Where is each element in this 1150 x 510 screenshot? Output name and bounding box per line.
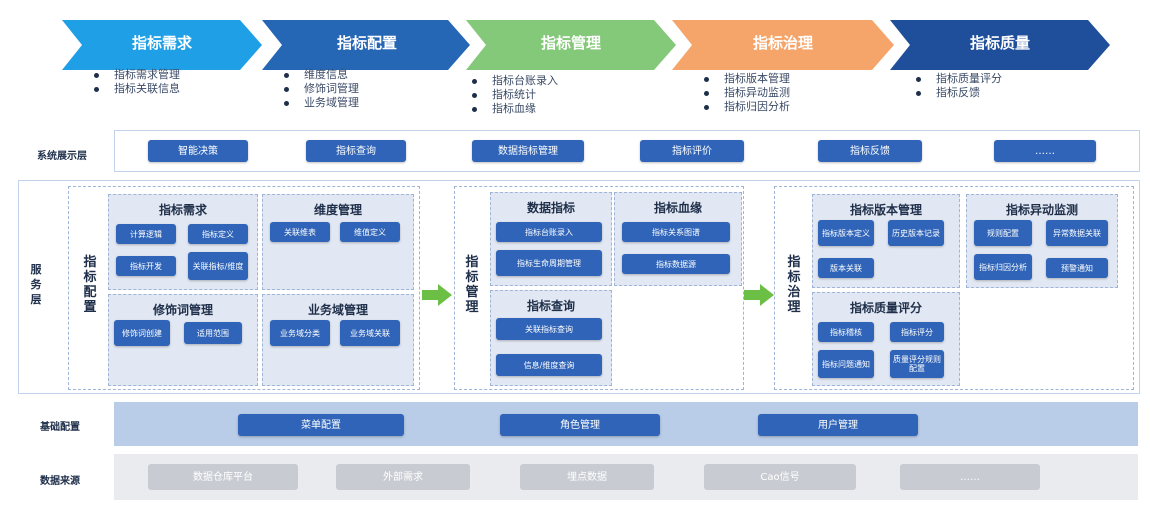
anomaly-button-attribution[interactable]: 指标归因分析 xyxy=(974,254,1032,280)
display-button-evaluation[interactable]: 指标评价 xyxy=(640,140,744,162)
service-layer-frame xyxy=(18,180,1140,394)
bullet-item: 业务域管理 xyxy=(282,96,359,110)
demand-button-dev[interactable]: 指标开发 xyxy=(116,256,176,276)
quality-title: 指标质量评分 xyxy=(849,301,922,315)
quality-button-rule-config[interactable]: 质量评分规则配置 xyxy=(890,350,944,378)
stage-arrow-2 xyxy=(262,20,470,70)
anomaly-button-alert[interactable]: 预警通知 xyxy=(1046,258,1108,278)
domain-button-relate[interactable]: 业务域关联 xyxy=(340,320,400,346)
stage-3-bullets: 指标台账录入 指标统计 指标血缘 xyxy=(470,74,558,116)
data-metric-button-ledger[interactable]: 指标台账录入 xyxy=(496,222,602,242)
bullet-item: 维度信息 xyxy=(282,68,359,82)
config-block xyxy=(68,186,420,390)
bullet-item: 指标反馈 xyxy=(914,86,1002,100)
query-button-related[interactable]: 关联指标查询 xyxy=(496,318,602,340)
modifier-button-scope[interactable]: 适用范围 xyxy=(184,322,242,344)
display-button-feedback[interactable]: 指标反馈 xyxy=(818,140,922,162)
stage-arrows xyxy=(62,20,1110,70)
stage-2-bullets: 维度信息 修饰词管理 业务域管理 xyxy=(282,68,359,110)
display-layer-label: 系统展示层 xyxy=(37,151,87,162)
bullet-item: 指标异动监测 xyxy=(702,86,790,100)
quality-button-notify[interactable]: 指标问题通知 xyxy=(818,350,874,378)
data-metric-title: 数据指标 xyxy=(526,201,575,215)
stage-arrow-1 xyxy=(62,20,262,70)
stage-arrow-3 xyxy=(466,20,676,70)
data-metric-button-lifecycle[interactable]: 指标生命周期管理 xyxy=(496,250,602,276)
base-config-button-role[interactable]: 角色管理 xyxy=(500,414,660,436)
bullet-item: 指标统计 xyxy=(470,88,558,102)
lineage-button-graph[interactable]: 指标关系图谱 xyxy=(622,222,730,242)
query-title: 指标查询 xyxy=(526,299,575,313)
data-source-button-external[interactable]: 外部需求 xyxy=(336,464,470,490)
bullet-item: 指标版本管理 xyxy=(702,72,790,86)
flow-arrow-icon xyxy=(422,284,452,306)
stage-title-3: 指标管理 xyxy=(540,33,601,52)
lineage-button-source[interactable]: 指标数据源 xyxy=(622,254,730,274)
bullet-item: 修饰词管理 xyxy=(282,82,359,96)
bullet-item: 指标血缘 xyxy=(470,102,558,116)
config-label: 指标配置 xyxy=(83,255,97,315)
base-config-label: 基础配置 xyxy=(40,422,80,433)
stage-arrow-5 xyxy=(890,20,1110,70)
data-source-label: 数据来源 xyxy=(40,476,80,487)
version-button-history[interactable]: 历史版本记录 xyxy=(888,220,944,246)
stage-title-1: 指标需求 xyxy=(131,33,192,52)
display-button-decision[interactable]: 智能决策 xyxy=(148,140,248,162)
display-button-data-metric[interactable]: 数据指标管理 xyxy=(472,140,584,162)
anomaly-button-rules[interactable]: 规则配置 xyxy=(974,220,1032,246)
modifier-title: 修饰词管理 xyxy=(152,303,213,317)
data-source-button-tracking[interactable]: 埋点数据 xyxy=(520,464,654,490)
stage-title-5: 指标质量 xyxy=(969,33,1030,52)
query-button-dimension[interactable]: 信息/维度查询 xyxy=(496,354,602,376)
stage-4-bullets: 指标版本管理 指标异动监测 指标归因分析 xyxy=(702,72,790,114)
quality-button-score[interactable]: 指标评分 xyxy=(890,322,944,342)
anomaly-title: 指标异动监测 xyxy=(1005,203,1078,217)
bullet-item: 指标质量评分 xyxy=(914,72,1002,86)
demand-button-logic[interactable]: 计算逻辑 xyxy=(116,224,176,244)
bullet-item: 指标台账录入 xyxy=(470,74,558,88)
domain-button-classify[interactable]: 业务域分类 xyxy=(270,320,330,346)
domain-title: 业务域管理 xyxy=(307,303,368,317)
dimension-title: 维度管理 xyxy=(313,203,362,217)
data-source-button-warehouse[interactable]: 数据仓库平台 xyxy=(148,464,298,490)
stage-arrow-4 xyxy=(672,20,894,70)
stage-title-4: 指标治理 xyxy=(752,33,813,52)
display-button-query[interactable]: 指标查询 xyxy=(306,140,406,162)
base-config-button-menu[interactable]: 菜单配置 xyxy=(238,414,404,436)
data-source-button-signal[interactable]: Cao信号 xyxy=(704,464,856,490)
data-source-button-more[interactable]: …… xyxy=(900,464,1040,490)
stage-1-bullets: 指标需求管理 指标关联信息 xyxy=(92,68,180,96)
demand-button-relation[interactable]: 关联指标/维度 xyxy=(188,252,248,280)
management-block xyxy=(454,186,744,390)
stage-5-bullets: 指标质量评分 指标反馈 xyxy=(914,72,1002,100)
management-label: 指标管理 xyxy=(465,255,479,315)
service-layer-label: 服务层 xyxy=(30,263,42,306)
display-layer-frame xyxy=(114,130,1140,172)
version-button-relate[interactable]: 版本关联 xyxy=(818,258,874,278)
quality-button-audit[interactable]: 指标稽核 xyxy=(818,322,874,342)
version-button-define[interactable]: 指标版本定义 xyxy=(818,220,874,246)
bullet-item: 指标关联信息 xyxy=(92,82,180,96)
dimension-panel: 维度管理 xyxy=(262,194,414,290)
base-config-button-user[interactable]: 用户管理 xyxy=(758,414,918,436)
governance-label: 指标治理 xyxy=(787,255,801,315)
dimension-button-table[interactable]: 关联维表 xyxy=(270,222,330,242)
modifier-button-create[interactable]: 修饰词创建 xyxy=(114,320,170,346)
bullet-item: 指标归因分析 xyxy=(702,100,790,114)
governance-block xyxy=(774,186,1134,390)
display-button-more[interactable]: …… xyxy=(994,140,1096,162)
lineage-title: 指标血缘 xyxy=(653,201,702,215)
demand-button-definition[interactable]: 指标定义 xyxy=(188,224,248,244)
dimension-button-value[interactable]: 维值定义 xyxy=(340,222,400,242)
flow-arrow-icon xyxy=(744,284,774,306)
anomaly-button-abnormal[interactable]: 异常数据关联 xyxy=(1046,220,1108,246)
demand-title: 指标需求 xyxy=(158,203,207,217)
stage-title-2: 指标配置 xyxy=(336,33,397,52)
version-title: 指标版本管理 xyxy=(849,203,922,217)
bullet-item: 指标需求管理 xyxy=(92,68,180,82)
